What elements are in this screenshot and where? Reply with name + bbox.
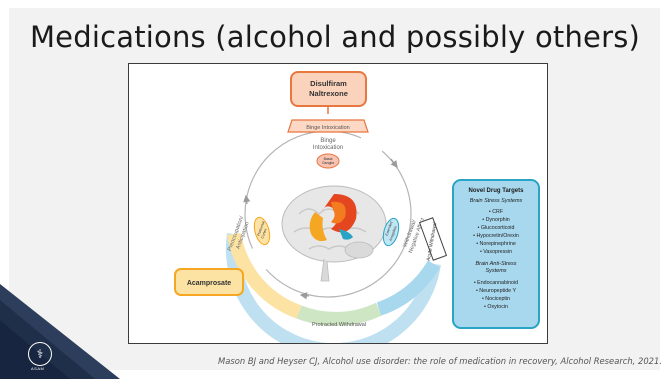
novel-anti-heading-line1: Brain Anti-Stress — [475, 261, 516, 267]
slide-title: Medications (alcohol and possibly others… — [29, 20, 641, 54]
inner-binge-line1: Binge — [320, 138, 336, 144]
inner-binge-line2: Intoxication — [313, 145, 343, 151]
region-basal-line2: Ganglia — [322, 161, 334, 165]
novel-anti-item: • Neuropeptide Y — [476, 288, 517, 294]
novel-stress-heading: Brain Stress Systems — [470, 198, 523, 204]
top-medication-box: Disulfiram Naltrexone — [290, 71, 367, 107]
citation-text: Mason BJ and Heyser CJ, Alcohol use diso… — [218, 356, 662, 366]
region-extended-line2: Amygdala — [389, 226, 398, 242]
addiction-cycle-figure: Disulfiram Naltrexone Binge Intoxication… — [128, 63, 548, 344]
brain-illustration — [281, 185, 387, 282]
novel-stress-item: • Dynorphin — [482, 217, 510, 223]
novel-stress-item: • Glucocorticoid — [478, 225, 515, 231]
med-acamprosate: Acamprosate — [187, 280, 231, 287]
novel-stress-item: • Norepinephrine — [476, 241, 516, 247]
novel-stress-item: • Hypocretin/Orexin — [473, 233, 519, 239]
region-basal-line1: Basal — [324, 157, 333, 161]
novel-anti-item: • Endocannabinoid — [474, 280, 518, 286]
novel-anti-item: • Nociceptin — [482, 296, 510, 302]
asam-logo-icon: ⚕ — [28, 342, 52, 366]
stage-binge-label: Binge Intoxication — [306, 125, 349, 131]
med-naltrexone: Naltrexone — [309, 89, 348, 98]
novel-stress-item: • CRF — [489, 209, 504, 215]
stage-protracted-label: Protracted Withdrawal — [312, 322, 366, 328]
region-prefrontal-line2: Cortex — [260, 228, 267, 239]
novel-targets-box: Novel Drug Targets Brain Stress Systems … — [452, 179, 540, 329]
acamprosate-box: Acamprosate — [174, 268, 244, 296]
region-prefrontal-line1: Prefrontal — [257, 221, 266, 237]
med-disulfiram: Disulfiram — [310, 79, 347, 88]
novel-heading: Novel Drug Targets — [469, 188, 525, 194]
novel-anti-heading-line2: Systems — [485, 268, 506, 274]
region-extended-line1: Extended — [385, 221, 394, 236]
logo-label: ASAM — [31, 366, 45, 371]
novel-stress-item: • Vasopressin — [480, 249, 512, 255]
novel-anti-item: • Oxytocin — [484, 304, 508, 310]
binge-banner — [287, 119, 369, 133]
